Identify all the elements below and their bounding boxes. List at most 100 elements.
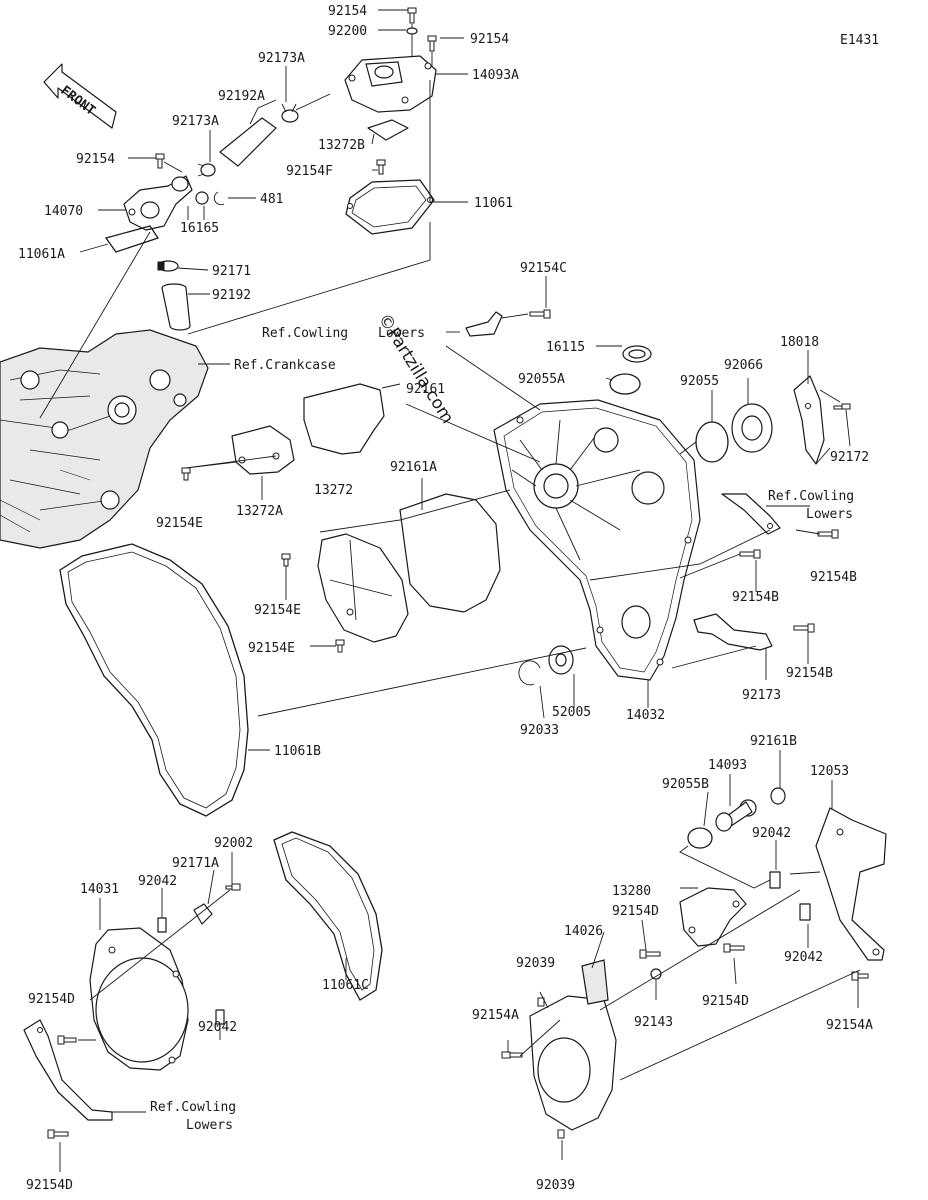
washer-92200[interactable] [406,27,418,35]
label-92154e[interactable]: 92154E [156,516,203,531]
bolt-92154e-2[interactable] [281,553,291,567]
sprocket-cover-14026[interactable] [529,959,617,1131]
label-92055b[interactable]: 92055B [662,777,709,792]
label-92154a[interactable]: 92154A [472,1008,519,1023]
label-92154b[interactable]: 92154B [810,570,857,585]
bolt-92154a-1[interactable] [501,1051,523,1059]
label-92154b[interactable]: 92154B [732,590,779,605]
label-92172[interactable]: 92172 [830,450,869,465]
dowel-pin-92042-c[interactable] [799,903,811,921]
label-92066[interactable]: 92066 [724,358,763,373]
bolt-92154-left[interactable] [155,153,165,169]
label-52005[interactable]: 52005 [552,705,591,720]
dowel-pin-92042-d[interactable] [215,1009,225,1025]
label-92171[interactable]: 92171 [212,264,251,279]
bracket-92173[interactable] [693,613,773,651]
bolt-92154-top[interactable] [407,7,417,24]
o-ring-16165[interactable] [195,191,209,205]
label-92154[interactable]: 92154 [328,4,367,19]
generator-cover-14031[interactable] [89,927,189,1071]
label-92154[interactable]: 92154 [76,152,115,167]
gasket-11061[interactable] [345,179,435,235]
bolt-92154d-2[interactable] [57,1035,77,1045]
label-11061a[interactable]: 11061A [18,247,65,262]
bolt-92154e-1[interactable] [181,467,191,481]
thermostat-cover-14093a[interactable] [344,55,437,113]
label-13280[interactable]: 13280 [612,884,651,899]
hose-clamp-92173a-upper[interactable] [281,103,299,123]
label-ref-cowling-bottom-lowers[interactable]: Lowers [186,1118,233,1133]
label-92154[interactable]: 92154 [470,32,509,47]
label-14026[interactable]: 14026 [564,924,603,939]
pad-92161[interactable] [303,383,385,455]
water-hose-92192a[interactable] [219,117,277,167]
label-92042[interactable]: 92042 [784,950,823,965]
label-92033[interactable]: 92033 [520,723,559,738]
water-pipe-14070[interactable] [123,175,193,231]
label-92039[interactable]: 92039 [536,1178,575,1193]
plug-92066[interactable] [731,403,773,453]
bolt-92039-1[interactable] [537,997,545,1007]
collar-92143[interactable] [650,968,662,980]
label-13272[interactable]: 13272 [314,483,353,498]
bolt-92154e-3[interactable] [335,639,345,653]
thermostat-13272b[interactable] [367,119,409,141]
label-92154b[interactable]: 92154B [786,666,833,681]
label-92055[interactable]: 92055 [680,374,719,389]
cowling-bracket-top[interactable] [465,311,503,337]
o-ring-92055[interactable] [695,421,729,463]
bolt-92154c[interactable] [529,309,551,319]
label-18018[interactable]: 18018 [780,335,819,350]
label-12053[interactable]: 12053 [810,764,849,779]
label-ref-cowling-right[interactable]: Ref.Cowling [768,489,854,504]
label-ref-cowling-right-lowers[interactable]: Lowers [806,507,853,522]
gasket-11061b[interactable] [59,543,249,817]
hose-clamp-92171[interactable] [157,260,179,272]
label-92154f[interactable]: 92154F [286,164,333,179]
label-481[interactable]: 481 [260,192,283,207]
label-92173[interactable]: 92173 [742,688,781,703]
label-92055a[interactable]: 92055A [518,372,565,387]
o-ring-92055a[interactable] [609,373,641,395]
washer-92161b[interactable] [770,787,786,805]
hose-clamp-92173a-lower[interactable] [197,163,216,177]
label-92154c[interactable]: 92154C [520,261,567,276]
label-13272a[interactable]: 13272A [236,504,283,519]
label-92173a[interactable]: 92173A [172,114,219,129]
bolt-92172[interactable] [833,403,851,410]
circlip-481[interactable] [213,191,225,206]
cover-13272a[interactable] [231,425,295,475]
label-11061b[interactable]: 11061B [274,744,321,759]
bolt-92154d-4[interactable] [47,1129,69,1139]
shaft-14093[interactable] [715,799,757,832]
label-14093a[interactable]: 14093A [472,68,519,83]
label-16115[interactable]: 16115 [546,340,585,355]
label-11061c[interactable]: 11061C [322,978,369,993]
bolt-92154b-1[interactable] [817,529,839,539]
clamp-92171a[interactable] [193,903,213,925]
label-92154d[interactable]: 92154D [702,994,749,1009]
label-92002[interactable]: 92002 [214,836,253,851]
label-92192a[interactable]: 92192A [218,89,265,104]
label-92042[interactable]: 92042 [198,1020,237,1035]
bolt-92154a-2[interactable] [851,971,869,981]
bolt-92154d-3[interactable] [723,943,745,953]
label-92039[interactable]: 92039 [516,956,555,971]
label-92161[interactable]: 92161 [406,382,445,397]
dowel-pin-92042-a[interactable] [769,871,781,889]
label-16165[interactable]: 16165 [180,221,219,236]
label-14031[interactable]: 14031 [80,882,119,897]
water-hose-92192[interactable] [161,283,191,331]
cover-13272[interactable] [317,533,409,643]
bolt-92154d-1[interactable] [639,949,661,959]
snap-ring-92033[interactable] [518,660,541,686]
cowling-bracket-right[interactable] [721,493,781,535]
label-92154d[interactable]: 92154D [26,1178,73,1193]
bolt-92154-right[interactable] [427,35,437,52]
bolt-92154b-3[interactable] [793,623,815,633]
bolt-92002[interactable] [225,883,241,891]
label-14093[interactable]: 14093 [708,758,747,773]
label-92192[interactable]: 92192 [212,288,251,303]
bracket-12053[interactable] [815,807,887,961]
label-92042[interactable]: 92042 [752,826,791,841]
